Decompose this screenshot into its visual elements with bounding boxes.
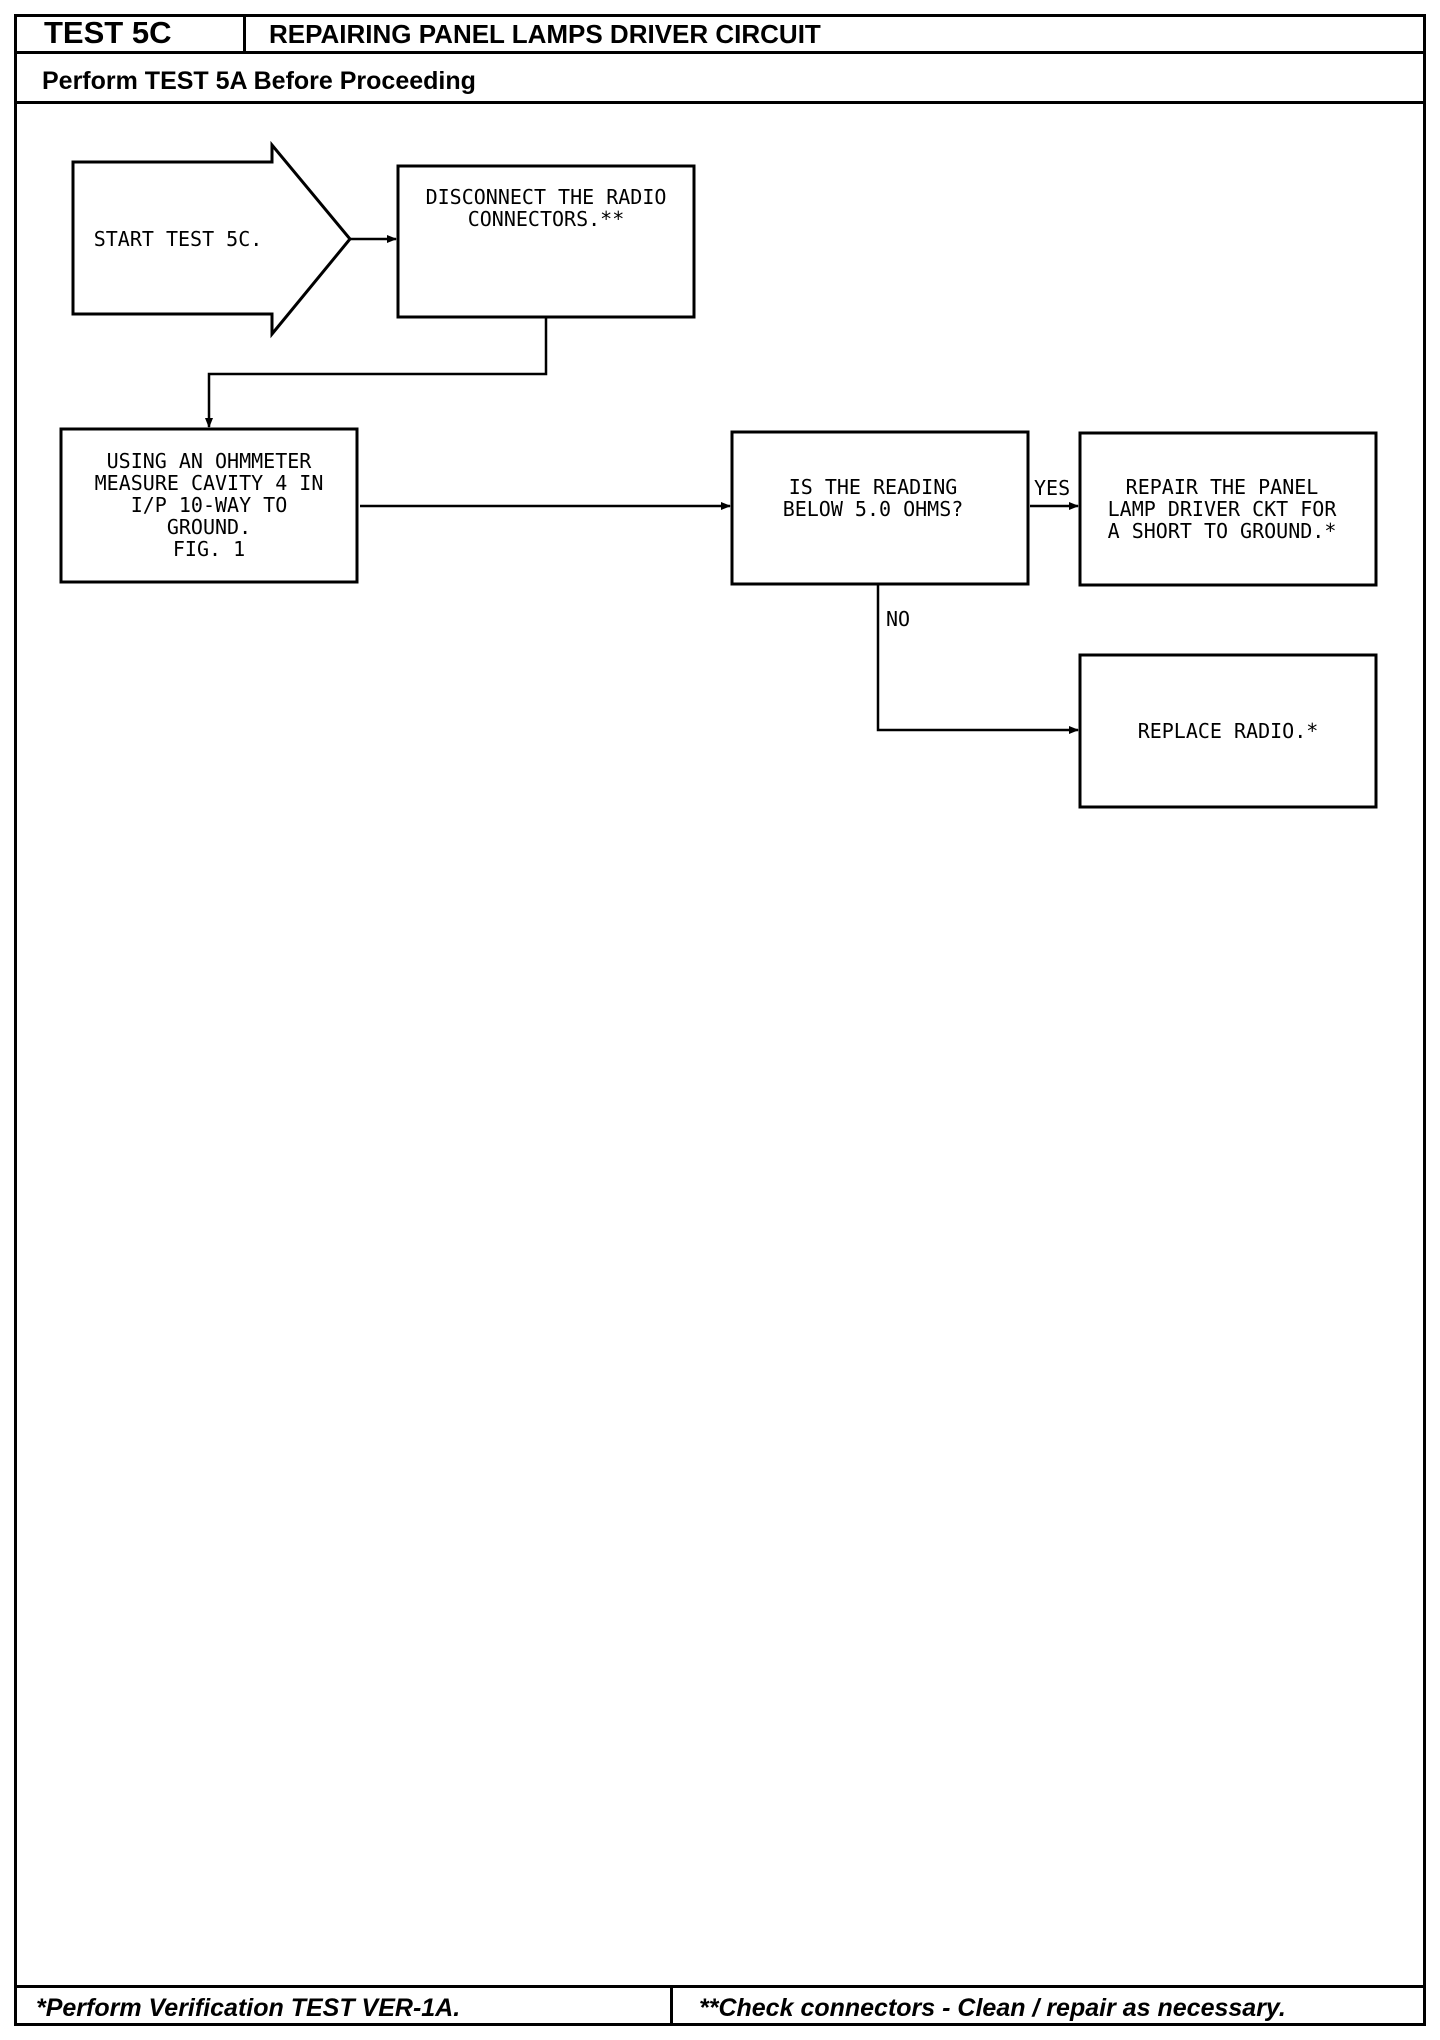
subheader-bar: Perform TEST 5A Before Proceeding — [14, 54, 1426, 104]
footer-bar: *Perform Verification TEST VER-1A. **Che… — [14, 1985, 1426, 2026]
no-label: NO — [886, 607, 910, 631]
measure-box — [59, 427, 359, 584]
text-line: REPLACE RADIO.* — [1138, 719, 1319, 743]
connector-no — [876, 584, 1079, 734]
yes-label: YES — [1034, 476, 1070, 500]
footer-connector-note: **Check connectors - Clean / repair as n… — [699, 1994, 1286, 2022]
question-box — [730, 430, 1030, 586]
text-line: REPAIR THE PANEL — [1126, 475, 1319, 499]
replace-box — [1078, 653, 1378, 809]
text-line: CONNECTORS.** — [468, 207, 625, 231]
start-text: START TEST 5C. — [94, 227, 263, 251]
text-line: BELOW 5.0 OHMS? — [783, 497, 964, 521]
text-line: GROUND. — [167, 515, 251, 539]
test-id: TEST 5C — [14, 14, 246, 51]
text-line: LAMP DRIVER CKT FOR — [1108, 497, 1338, 521]
text-line: FIG. 1 — [173, 537, 245, 561]
text-line: START TEST 5C. — [94, 227, 263, 251]
text-line: DISCONNECT THE RADIO — [426, 185, 667, 209]
repair-box — [1078, 431, 1378, 587]
page-frame — [14, 14, 1426, 2026]
text-line: A SHORT TO GROUND.* — [1108, 519, 1337, 543]
text-line: IS THE READING — [789, 475, 958, 499]
start-arrow-shape — [71, 140, 352, 339]
header-bar: TEST 5C REPAIRING PANEL LAMPS DRIVER CIR… — [14, 14, 1426, 54]
text-line: I/P 10-WAY TO — [131, 493, 288, 517]
text-line: USING AN OHMMETER — [107, 449, 313, 473]
prerequisite-note: Perform TEST 5A Before Proceeding — [42, 67, 476, 95]
footer-verification-note: *Perform Verification TEST VER-1A. — [36, 1994, 461, 2022]
connector-disconnect-to-measure — [205, 317, 548, 428]
test-title: REPAIRING PANEL LAMPS DRIVER CIRCUIT — [269, 19, 821, 49]
replace-text: REPLACE RADIO.* — [1138, 719, 1319, 743]
footer-divider — [670, 1988, 673, 2026]
disconnect-box — [396, 164, 696, 319]
text-line: MEASURE CAVITY 4 IN — [95, 471, 324, 495]
